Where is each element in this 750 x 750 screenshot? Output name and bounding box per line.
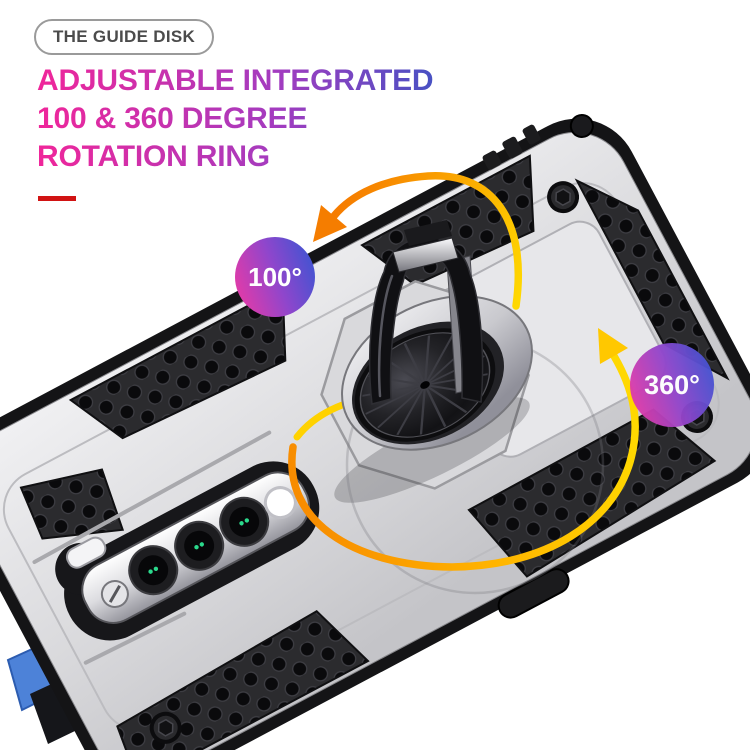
page-title: ADJUSTABLE INTEGRATED 100 & 360 DEGREE R… [37, 62, 507, 176]
camera-lens [128, 545, 179, 596]
corner-screw [149, 711, 182, 744]
callout-100-label: 100° [248, 261, 302, 292]
guide-disk-badge-label: THE GUIDE DISK [53, 27, 196, 46]
laser-autofocus-window [65, 536, 107, 569]
honeycomb-bumper-panels [19, 154, 730, 750]
callout-100-degree-badge: 100° [235, 237, 315, 317]
camera-flash [263, 486, 297, 520]
rotation-arc-360 [288, 328, 639, 571]
corner-bolt-cap [569, 113, 594, 138]
camera-module [55, 461, 320, 641]
honeycomb-panel [68, 285, 287, 440]
finger-ring [368, 235, 484, 405]
power-button [497, 568, 570, 619]
honeycomb-panel [574, 178, 730, 381]
finger-ring-highlight [377, 274, 394, 398]
title-line-2: 100 & 360 DEGREE [37, 100, 507, 138]
camera-lens [174, 520, 225, 571]
volume-button [482, 150, 502, 170]
ring-hinge-cap [404, 220, 452, 246]
arrowhead-100 [313, 205, 347, 242]
arrowhead-360 [598, 328, 628, 364]
ring-hinge-clip [392, 237, 459, 273]
corner-screw [547, 181, 580, 214]
volume-button [522, 124, 541, 145]
honeycomb-panel [19, 468, 125, 540]
callout-360-label: 360° [644, 369, 700, 400]
title-line-1: ADJUSTABLE INTEGRATED [37, 62, 507, 100]
title-line-3: ROTATION RING [37, 138, 507, 176]
rotation-arrow-100 [313, 172, 523, 310]
camera-lens [219, 496, 270, 547]
guide-disk-badge: THE GUIDE DISK [34, 19, 215, 55]
case-groove-lines [32, 430, 272, 665]
camera-screw [100, 579, 129, 608]
honeycomb-panel [467, 408, 717, 578]
honeycomb-panel [116, 610, 370, 750]
side-buttons [482, 124, 570, 619]
title-underline [38, 196, 76, 201]
volume-button [502, 136, 523, 159]
callout-360-degree-badge: 360° [630, 343, 714, 427]
camera-lenses [128, 496, 270, 596]
